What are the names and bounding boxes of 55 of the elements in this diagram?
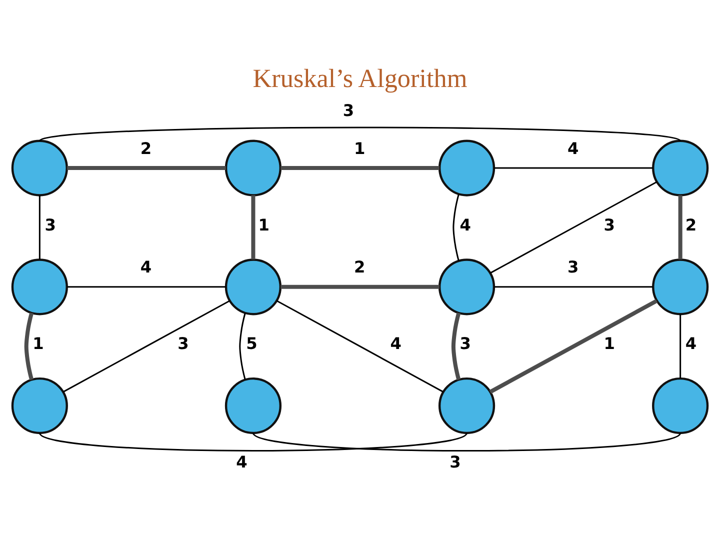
edge-label: 2: [140, 138, 152, 158]
node-circle: [438, 139, 496, 196]
edge-label: 3: [178, 334, 189, 353]
connector: [67, 286, 226, 288]
connector: [494, 166, 653, 168]
connector: [451, 312, 461, 380]
node-circle: [11, 258, 68, 315]
edge-label: 1: [258, 214, 270, 234]
node-circle: [652, 258, 709, 315]
node-circle: [224, 376, 282, 434]
edge-label: 2: [685, 214, 697, 234]
connector: [252, 432, 681, 451]
connector: [452, 193, 460, 261]
connector: [678, 194, 682, 259]
edge-label: 3: [604, 214, 615, 234]
connector: [239, 312, 246, 380]
node-circle: [652, 376, 709, 434]
node-circle: [438, 258, 496, 315]
connector: [24, 312, 34, 380]
edge-label: 4: [390, 334, 402, 353]
edge-label: 5: [246, 334, 258, 353]
node-circle: [224, 139, 282, 196]
edge-label: 4: [460, 214, 471, 234]
edge-label: 3: [44, 214, 56, 234]
edge-label: 3: [342, 100, 354, 120]
node-circle: [438, 376, 496, 434]
connector: [38, 194, 40, 259]
edge-label: 4: [236, 452, 248, 472]
connector: [67, 166, 226, 170]
node-circle: [11, 376, 68, 434]
edge-label: 3: [568, 257, 579, 276]
connector: [280, 284, 440, 288]
diagram-title: Kruskal’s Algorithm: [252, 64, 468, 93]
edge-label: 1: [354, 138, 366, 158]
node-circle: [224, 258, 282, 315]
edge-label: 4: [685, 334, 697, 353]
connector: [490, 180, 658, 274]
connector: [680, 314, 682, 378]
edge-label: 3: [450, 452, 461, 472]
edge-label: 1: [604, 334, 615, 353]
edge-label: 4: [140, 257, 152, 276]
edge-label: 1: [32, 334, 44, 353]
connector: [276, 300, 444, 392]
connector: [39, 432, 468, 451]
connector: [251, 194, 256, 259]
connector: [489, 298, 658, 394]
edge-label: 3: [460, 334, 471, 353]
node-circle: [11, 139, 68, 196]
edge-label: 2: [354, 257, 366, 276]
connector: [494, 286, 653, 288]
edge-label: 4: [568, 138, 579, 158]
connector: [280, 166, 440, 170]
connector: [62, 300, 230, 392]
node-circle: [652, 139, 709, 196]
connector: [39, 126, 681, 142]
